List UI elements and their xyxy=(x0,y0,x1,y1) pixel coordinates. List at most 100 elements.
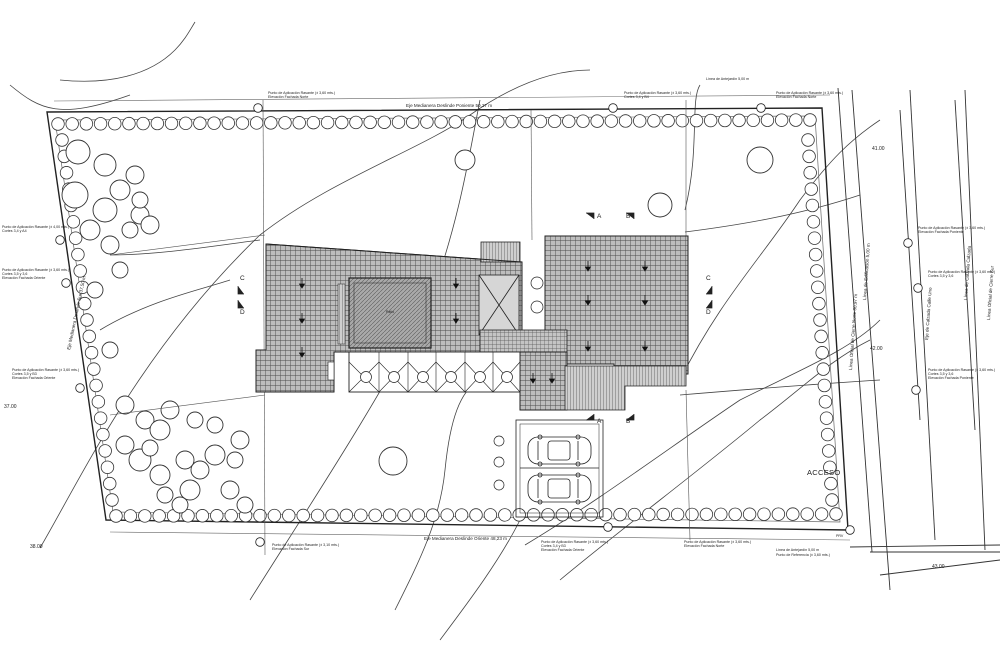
garden-tree xyxy=(236,496,254,514)
garden-tree xyxy=(378,446,408,476)
hedge-tree xyxy=(310,508,325,523)
hedge-tree xyxy=(306,115,321,130)
note-e1-2: Elevación Fachada Poniente xyxy=(918,230,964,234)
hedge-tree xyxy=(570,508,584,522)
hedge-tree xyxy=(66,215,81,229)
hedge-tree xyxy=(73,264,87,278)
hedge-tree xyxy=(598,507,613,522)
hedge-tree xyxy=(825,493,839,507)
note-s2-2: Cortes 3,4 y B3 xyxy=(541,544,566,548)
hedge-tree xyxy=(555,508,570,522)
note-w3: Punto de Aplicación Rasante (± 3,60 mts.… xyxy=(12,368,79,372)
hedge-tree xyxy=(804,182,818,196)
hedge-tree xyxy=(65,117,79,131)
roof-arrow-head xyxy=(584,300,592,306)
hedge-tree xyxy=(440,508,454,522)
hedge-tree xyxy=(584,507,598,522)
hedge-tree xyxy=(152,509,166,523)
note-e3: Punto de Aplicación Rasante (± 3,60 mts.… xyxy=(928,368,995,372)
garden-tree xyxy=(179,479,201,501)
street-lines xyxy=(837,87,1000,591)
hedge-tree xyxy=(354,508,368,523)
garden-tree xyxy=(141,439,159,457)
hedge-tree xyxy=(491,114,505,129)
hedge-tree xyxy=(818,395,833,409)
car-top xyxy=(527,434,592,467)
hedge-tree xyxy=(267,508,282,523)
garden-tree xyxy=(86,281,104,299)
roof-arrow-head xyxy=(548,378,556,384)
hedge-tree xyxy=(103,476,117,491)
hedge-tree xyxy=(526,508,541,522)
section-markers xyxy=(237,212,713,421)
note-ne-top: Línea de Antejardín 5,00 m xyxy=(706,77,749,81)
hedge-tree xyxy=(469,508,483,522)
note-e2-2: Cortes 3,5 y 3,6 xyxy=(928,274,953,278)
hedge-tree xyxy=(820,427,835,442)
hedge-tree xyxy=(613,507,627,522)
hedge-tree xyxy=(824,476,838,491)
garden-tree xyxy=(206,416,224,434)
note-w3-2: Cortes 3,5 y B3 xyxy=(12,372,37,376)
garden-trees xyxy=(61,139,774,514)
axis-south-label: Eje Medianera Deslinde Oriente 48,23 m xyxy=(424,536,507,541)
garden-tree xyxy=(149,464,171,486)
street-line-2: Eje de Calzada Calle Uno xyxy=(924,287,933,340)
garden-tree xyxy=(454,149,476,171)
courtyard-patch xyxy=(353,282,427,344)
hedge-tree xyxy=(448,115,462,129)
hedge-tree xyxy=(210,509,224,523)
garden-tree xyxy=(140,215,160,235)
hedge-tree xyxy=(426,508,440,522)
hedge-tree xyxy=(193,116,207,130)
hedge-tree xyxy=(93,411,108,425)
hedge-tree xyxy=(363,115,377,130)
hedge-tree xyxy=(533,114,548,129)
hedge-tree xyxy=(454,508,469,522)
hedge-tree xyxy=(325,508,339,523)
hedge-tree xyxy=(79,117,94,131)
hedge-tree xyxy=(498,508,512,522)
hedge-tree xyxy=(810,264,824,278)
axis-east-label: Línea Oficial de Cierre Norte 30,97 m xyxy=(848,294,858,370)
hedge-tree xyxy=(51,117,65,131)
garden-tree xyxy=(93,153,117,177)
section-a-bottom: A xyxy=(597,418,602,425)
garden-tree xyxy=(156,486,174,504)
hedge-tree xyxy=(368,508,382,522)
hedge-tree xyxy=(802,149,816,164)
section-c-right: C xyxy=(706,275,711,282)
garden-tree xyxy=(61,181,89,209)
hedge-tree xyxy=(815,346,829,360)
hedge-tree xyxy=(391,115,406,129)
hedge-tree xyxy=(800,507,814,521)
control-point-marker xyxy=(911,385,921,395)
dim-43: 43.00 xyxy=(932,564,945,570)
hedge-tree xyxy=(819,411,834,425)
hedge-tree xyxy=(109,509,123,523)
hedge-tree xyxy=(786,507,800,521)
hedge-tree xyxy=(483,508,498,522)
note-e1: Punto de Aplicación Rasante (± 3,60 mts.… xyxy=(918,226,985,230)
hedge-tree xyxy=(80,313,94,327)
garden-tree xyxy=(149,419,171,441)
hedge-tree xyxy=(377,115,392,129)
hedge-tree xyxy=(512,508,526,522)
hedge-tree xyxy=(814,329,828,344)
hedge-tree xyxy=(746,113,760,128)
roof-arrow-head xyxy=(584,346,592,352)
garden-tree xyxy=(101,341,119,359)
garden-tree xyxy=(131,191,149,209)
control-point-marker xyxy=(845,525,855,535)
hedge-tree xyxy=(235,116,250,130)
hedge-tree xyxy=(670,507,685,522)
hedge-tree xyxy=(68,231,83,245)
hedge-tree xyxy=(136,116,150,131)
hedge-trees xyxy=(51,113,843,523)
hedge-tree xyxy=(689,113,704,128)
hedge-tree xyxy=(604,114,619,128)
hedge-tree xyxy=(714,507,728,522)
hedge-tree xyxy=(476,115,491,129)
note-s1: Punto de Aplicación Rasante (± 3,10 mts.… xyxy=(272,543,339,547)
garden-tree xyxy=(647,192,673,218)
